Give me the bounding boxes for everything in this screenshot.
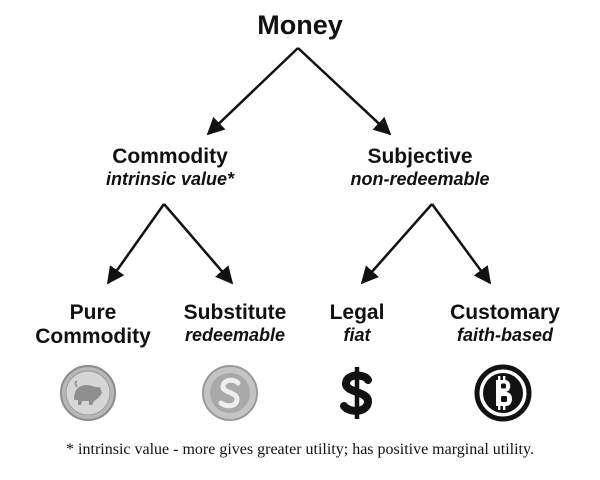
node-substitute: Substitute redeemable <box>165 301 305 346</box>
node-substitute-sub: redeemable <box>184 325 286 346</box>
silver-coin-icon <box>60 365 116 421</box>
node-substitute-label: Substitute <box>183 301 287 324</box>
arrow-subjective-to-legal <box>360 203 433 285</box>
node-subjective-sub: non-redeemable <box>350 169 490 190</box>
dollar-sign-icon <box>340 367 372 419</box>
node-money-label: Money <box>257 10 343 40</box>
node-legal: Legal fiat <box>307 301 407 346</box>
node-pure-commodity: Pure Commodity <box>23 301 163 349</box>
node-customary-label: Customary <box>450 301 560 324</box>
node-subjective: Subjective non-redeemable <box>330 145 510 190</box>
node-legal-sub: fiat <box>343 325 371 346</box>
node-customary-sub: faith-based <box>456 325 553 346</box>
node-money: Money <box>0 10 600 41</box>
footnote: * intrinsic value - more gives greater u… <box>66 441 534 458</box>
node-pure-label-line2: Commodity <box>35 325 151 349</box>
node-subjective-label: Subjective <box>367 145 473 168</box>
node-commodity-label: Commodity <box>112 145 228 168</box>
bitcoin-icon <box>474 364 532 422</box>
arrow-subjective-to-customary <box>430 203 492 285</box>
arrow-commodity-to-substitute <box>163 203 234 285</box>
arrow-money-to-commodity <box>206 47 299 136</box>
node-commodity-sub: intrinsic value* <box>105 169 235 190</box>
arrow-money-to-subjective <box>297 47 392 136</box>
node-commodity: Commodity intrinsic value* <box>80 145 260 190</box>
node-customary: Customary faith-based <box>425 301 585 346</box>
node-pure-label: Pure <box>69 301 117 324</box>
silver-s-coin-icon <box>202 365 258 421</box>
node-legal-label: Legal <box>329 301 385 324</box>
arrow-commodity-to-pure <box>106 203 166 285</box>
